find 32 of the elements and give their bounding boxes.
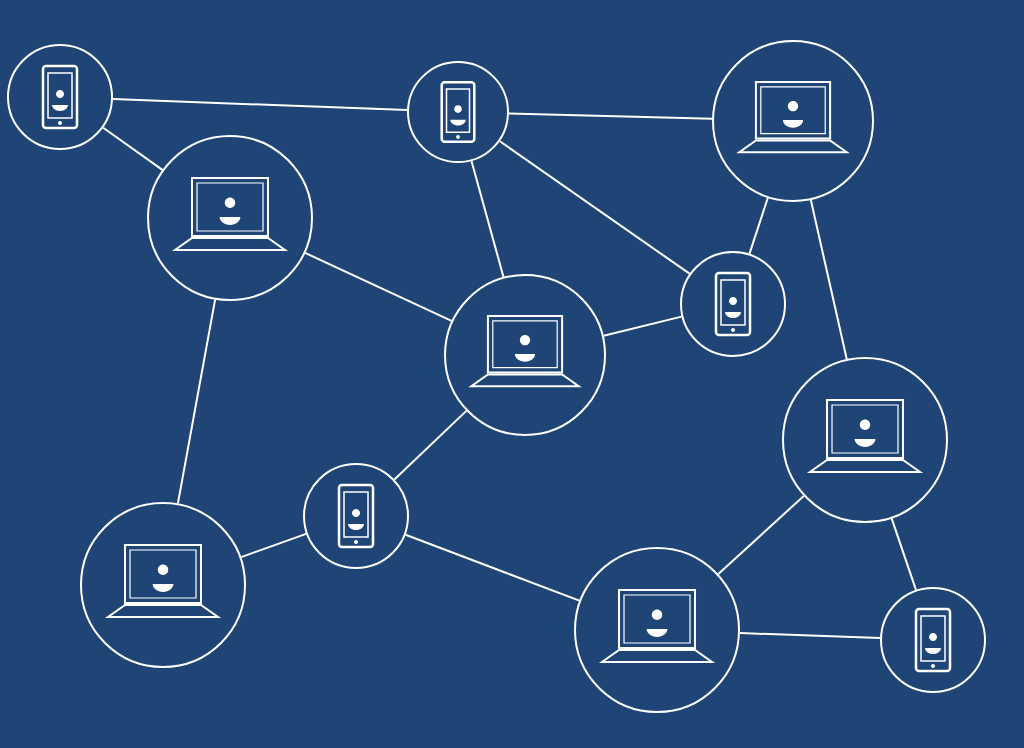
phone-icon	[337, 483, 375, 549]
phone-icon	[41, 64, 79, 130]
network-node	[574, 547, 740, 713]
connector-line	[717, 495, 805, 576]
network-node	[407, 61, 509, 163]
connector-line	[508, 112, 714, 120]
connector-line	[470, 160, 505, 278]
network-node	[80, 502, 246, 668]
phone-icon	[440, 80, 476, 144]
network-node	[7, 44, 113, 150]
connector-line	[498, 140, 691, 275]
connector-line	[602, 315, 683, 337]
phone-icon	[914, 607, 952, 673]
network-node	[782, 357, 948, 523]
connector-line	[176, 298, 217, 505]
network-node	[147, 135, 313, 301]
phone-icon	[714, 271, 752, 337]
connector-line	[748, 196, 769, 255]
connector-line	[304, 251, 453, 322]
connector-line	[809, 199, 848, 361]
network-node	[444, 274, 606, 436]
connector-line	[393, 409, 468, 481]
network-node	[680, 251, 786, 357]
connector-line	[738, 632, 882, 640]
connector-line	[102, 126, 164, 171]
connector-line	[404, 533, 581, 602]
network-node	[303, 463, 409, 569]
connector-line	[111, 98, 409, 112]
connector-line	[890, 517, 917, 591]
network-node	[712, 40, 874, 202]
connector-line	[240, 532, 308, 559]
network-node	[880, 587, 986, 693]
